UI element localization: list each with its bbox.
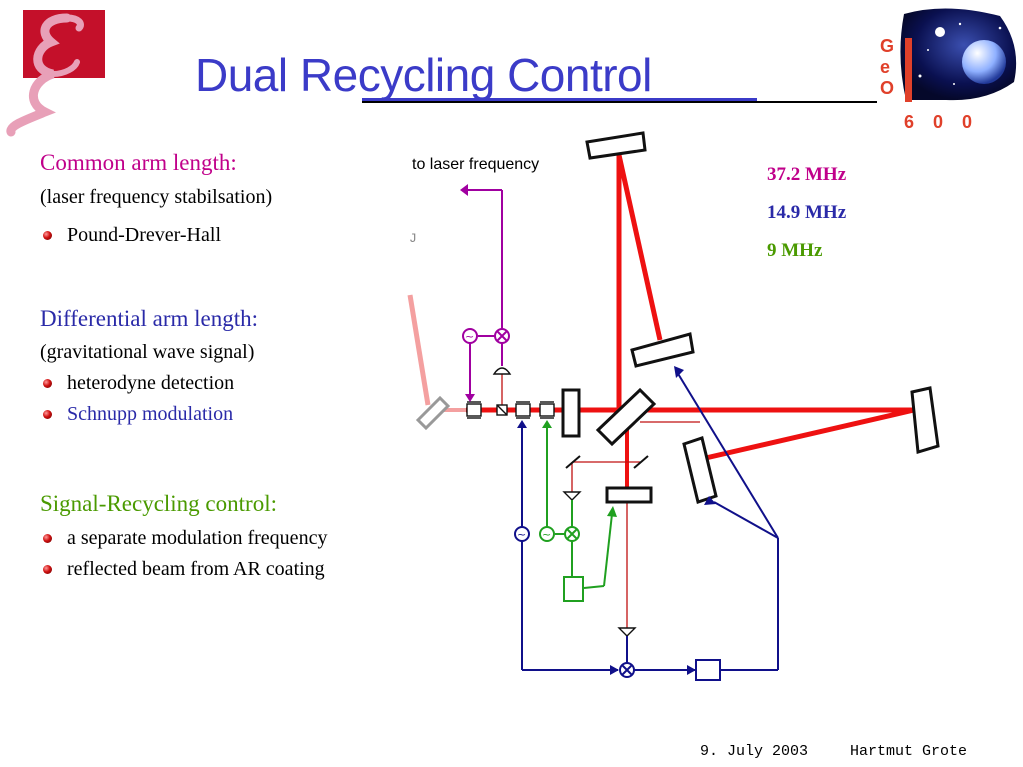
differential-bullet: Schnupp modulation bbox=[43, 403, 233, 426]
sr-servo-box bbox=[563, 576, 584, 602]
common-sub: (laser frequency stabilsation) bbox=[40, 186, 273, 208]
arrow-icon bbox=[517, 420, 527, 428]
fold-mirror-east bbox=[682, 436, 718, 504]
common-heading: Common arm length: bbox=[40, 150, 237, 175]
bullet-text: reflected beam from AR coating bbox=[67, 558, 325, 580]
signal-recycling-heading: Signal-Recycling control: bbox=[40, 491, 277, 516]
signal-recycling-mirror bbox=[605, 486, 653, 504]
differential-sub: (gravitational wave signal) bbox=[40, 341, 255, 363]
footer-date: 9. July 2003 bbox=[700, 743, 809, 760]
freq-label-14: 14.9 MHz bbox=[767, 202, 847, 223]
bullet-text: heterodyne detection bbox=[67, 372, 235, 394]
differential-heading: Differential arm length: bbox=[40, 306, 258, 331]
signal-recycling-bullet: a separate modulation frequency bbox=[43, 527, 327, 550]
arrow-icon bbox=[674, 366, 684, 378]
pickoff-mirrors bbox=[565, 455, 649, 469]
bullet-icon bbox=[43, 565, 52, 574]
modulators bbox=[466, 401, 555, 419]
end-mirror-north bbox=[585, 131, 647, 160]
power-recycling-mirror bbox=[561, 388, 581, 438]
sr-loop bbox=[546, 426, 613, 589]
geo600-logo: G e O 6 0 0 bbox=[876, 6, 1020, 132]
beam-splitter bbox=[595, 387, 657, 447]
freq-label-37: 37.2 MHz bbox=[767, 164, 847, 185]
bullet-text: Schnupp modulation bbox=[67, 403, 234, 425]
title-underline bbox=[362, 101, 877, 103]
bullet-icon bbox=[43, 534, 52, 543]
footer-author: Hartmut Grote bbox=[850, 743, 968, 760]
oscillator-14-icon bbox=[514, 526, 530, 542]
geo-digit: 0 bbox=[933, 112, 944, 132]
fold-mirror-north bbox=[630, 332, 695, 368]
differential-bullet: heterodyne detection bbox=[43, 372, 234, 395]
oscillator-37-icon bbox=[462, 328, 478, 344]
arrow-icon bbox=[465, 394, 475, 402]
pdh-loop bbox=[468, 189, 503, 396]
input-mirror bbox=[415, 395, 451, 431]
arrow-icon bbox=[704, 496, 716, 505]
mirrors bbox=[561, 131, 940, 504]
arrow-icon bbox=[610, 665, 619, 675]
end-mirror-east bbox=[910, 386, 940, 454]
differential-loop bbox=[521, 371, 779, 671]
svg-text:~: ~ bbox=[465, 330, 474, 343]
to-laser-label: to laser frequency bbox=[412, 156, 540, 173]
signal-recycling-bullet: reflected beam from AR coating bbox=[43, 558, 325, 581]
bullet-icon bbox=[43, 410, 52, 419]
photodetectors bbox=[492, 367, 637, 637]
bullet-icon bbox=[43, 379, 52, 388]
laser-beams bbox=[466, 154, 915, 490]
institute-logo bbox=[5, 8, 115, 138]
bullet-icon bbox=[43, 231, 52, 240]
arrow-icon bbox=[687, 665, 696, 675]
bullet-text: Pound-Drever-Hall bbox=[67, 224, 221, 246]
oscillator-9-icon bbox=[539, 526, 555, 542]
detection-path bbox=[501, 370, 700, 628]
common-bullet: Pound-Drever-Hall bbox=[43, 224, 221, 247]
differential-servo-box bbox=[695, 659, 721, 681]
cut-off-mark: J bbox=[409, 231, 417, 246]
freq-label-9: 9 MHz bbox=[767, 240, 823, 261]
arrow-to-laser-icon bbox=[460, 184, 468, 196]
geo-digit: 6 bbox=[904, 112, 915, 132]
svg-text:~: ~ bbox=[542, 528, 551, 541]
geo-letter: O bbox=[880, 78, 895, 98]
bullet-text: a separate modulation frequency bbox=[67, 527, 328, 549]
geo-letter: e bbox=[880, 57, 891, 77]
title-underline-blue bbox=[362, 98, 757, 101]
arrow-icon bbox=[607, 506, 617, 517]
arrow-icon bbox=[542, 420, 552, 428]
geo-digit: 0 bbox=[962, 112, 973, 132]
svg-text:~: ~ bbox=[517, 528, 526, 541]
input-beam-faint bbox=[407, 294, 431, 406]
geo-letter: G bbox=[880, 36, 895, 56]
page-title: Dual Recycling Control bbox=[195, 49, 652, 101]
